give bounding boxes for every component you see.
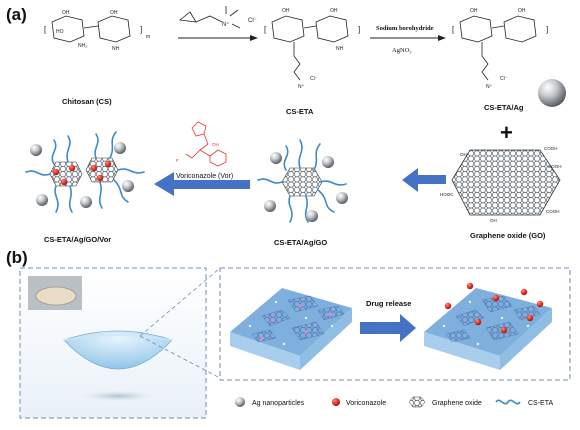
legend-graphene-label: Graphene oxide — [432, 400, 482, 407]
callout-line-bottom — [139, 335, 221, 379]
svg-text:OH: OH — [518, 8, 526, 14]
cs-eta-ag-go-composite — [257, 139, 348, 223]
ag-nanoparticle-large — [538, 79, 566, 107]
legend: Ag nanoparticles Voriconazole Graphene o… — [235, 396, 553, 408]
legend-cs-eta-label: CS-ETA — [528, 400, 553, 407]
legend-voriconazole-label: Voriconazole — [346, 400, 386, 407]
svg-text:N⁺: N⁺ — [222, 21, 230, 28]
legend-voriconazole-icon — [332, 398, 340, 406]
svg-text:Cl⁻: Cl⁻ — [310, 76, 318, 82]
voriconazole-structure: F OH — [176, 121, 227, 167]
svg-text:OH: OH — [212, 142, 219, 147]
legend-cs-eta-icon — [495, 399, 521, 405]
process-arrow-2 — [154, 172, 250, 196]
svg-text:OH: OH — [62, 10, 70, 16]
svg-text:OH: OH — [330, 8, 338, 14]
svg-text:N⁺: N⁺ — [298, 84, 305, 90]
svg-text:Cl⁻: Cl⁻ — [500, 76, 508, 82]
svg-text:COOH: COOH — [548, 164, 562, 169]
panel-a-label: (a) — [6, 5, 27, 24]
callout-line-top — [139, 267, 221, 337]
cs-eta-structure: [ ] OH OH N⁺ Cl⁻ NH — [264, 8, 360, 90]
reagent-bottom-label: AgNO₃ — [392, 47, 412, 54]
svg-text:NH: NH — [336, 46, 344, 52]
process-arrow-1 — [402, 168, 446, 192]
svg-text:OH: OH — [470, 8, 478, 14]
drug-release-label: Drug release — [366, 299, 411, 308]
cs-eta-label: CS-ETA — [286, 107, 314, 116]
svg-text:NH₂: NH₂ — [78, 43, 87, 49]
svg-text:]: ] — [546, 25, 548, 34]
panel-b-label: (b) — [6, 248, 28, 267]
contact-lens-panel — [19, 267, 207, 419]
svg-text:[: [ — [264, 25, 267, 34]
graphene-oxide-label: Graphene oxide (GO) — [470, 231, 546, 240]
svg-text:]: ] — [140, 25, 142, 34]
film-after — [424, 282, 552, 370]
svg-text:COOH: COOH — [546, 209, 560, 214]
svg-text:N⁺: N⁺ — [486, 84, 493, 90]
cs-eta-ag-go-vor-composite — [25, 131, 145, 213]
svg-text:m: m — [146, 34, 150, 40]
svg-text:OH: OH — [282, 8, 290, 14]
lens-shadow — [70, 389, 166, 403]
svg-text:COOH: COOH — [544, 146, 558, 151]
svg-text:F: F — [176, 158, 179, 163]
cs-eta-ag-label: CS-ETA/Ag — [484, 103, 524, 112]
chitosan-structure: [ OH HO NH₂ OH NH ] m — [44, 10, 150, 52]
svg-text:OH: OH — [490, 218, 497, 223]
legend-ag-icon — [235, 397, 245, 407]
reagent-top-label: Sodium borohydride — [376, 25, 434, 32]
drug-release-arrow — [360, 314, 416, 342]
cs-eta-ag-go-label: CS-ETA/Ag/GO — [274, 238, 327, 247]
legend-ag-label: Ag nanoparticles — [252, 400, 305, 407]
svg-text:]: ] — [358, 25, 360, 34]
svg-text:NH: NH — [112, 46, 120, 52]
reaction-arrow-2-head — [438, 35, 446, 41]
svg-text:HO: HO — [56, 29, 64, 35]
svg-text:OH: OH — [110, 10, 118, 16]
plus-sign: + — [500, 120, 513, 145]
svg-text:[: [ — [44, 25, 47, 34]
svg-text:Cl⁻: Cl⁻ — [248, 18, 257, 24]
svg-text:HOOC: HOOC — [440, 192, 454, 197]
graphene-oxide-sheet: COOH COOH COOH OH HOOC OH — [440, 146, 562, 223]
legend-graphene-icon — [408, 396, 426, 408]
chitosan-label: Chitosan (CS) — [62, 97, 112, 106]
reaction-arrow-1-head — [250, 35, 258, 41]
cs-eta-ag-go-vor-label: CS-ETA/Ag/GO/Vor — [44, 235, 111, 244]
svg-text:[: [ — [452, 25, 455, 34]
voriconazole-label: Voriconazole (Vor) — [176, 173, 233, 180]
svg-text:OH: OH — [460, 152, 467, 157]
eta-reagent-structure: N⁺ Cl⁻ — [179, 6, 257, 29]
film-before — [230, 288, 352, 370]
cs-eta-ag-structure: [ ] OH OH N⁺ Cl⁻ — [452, 8, 548, 90]
